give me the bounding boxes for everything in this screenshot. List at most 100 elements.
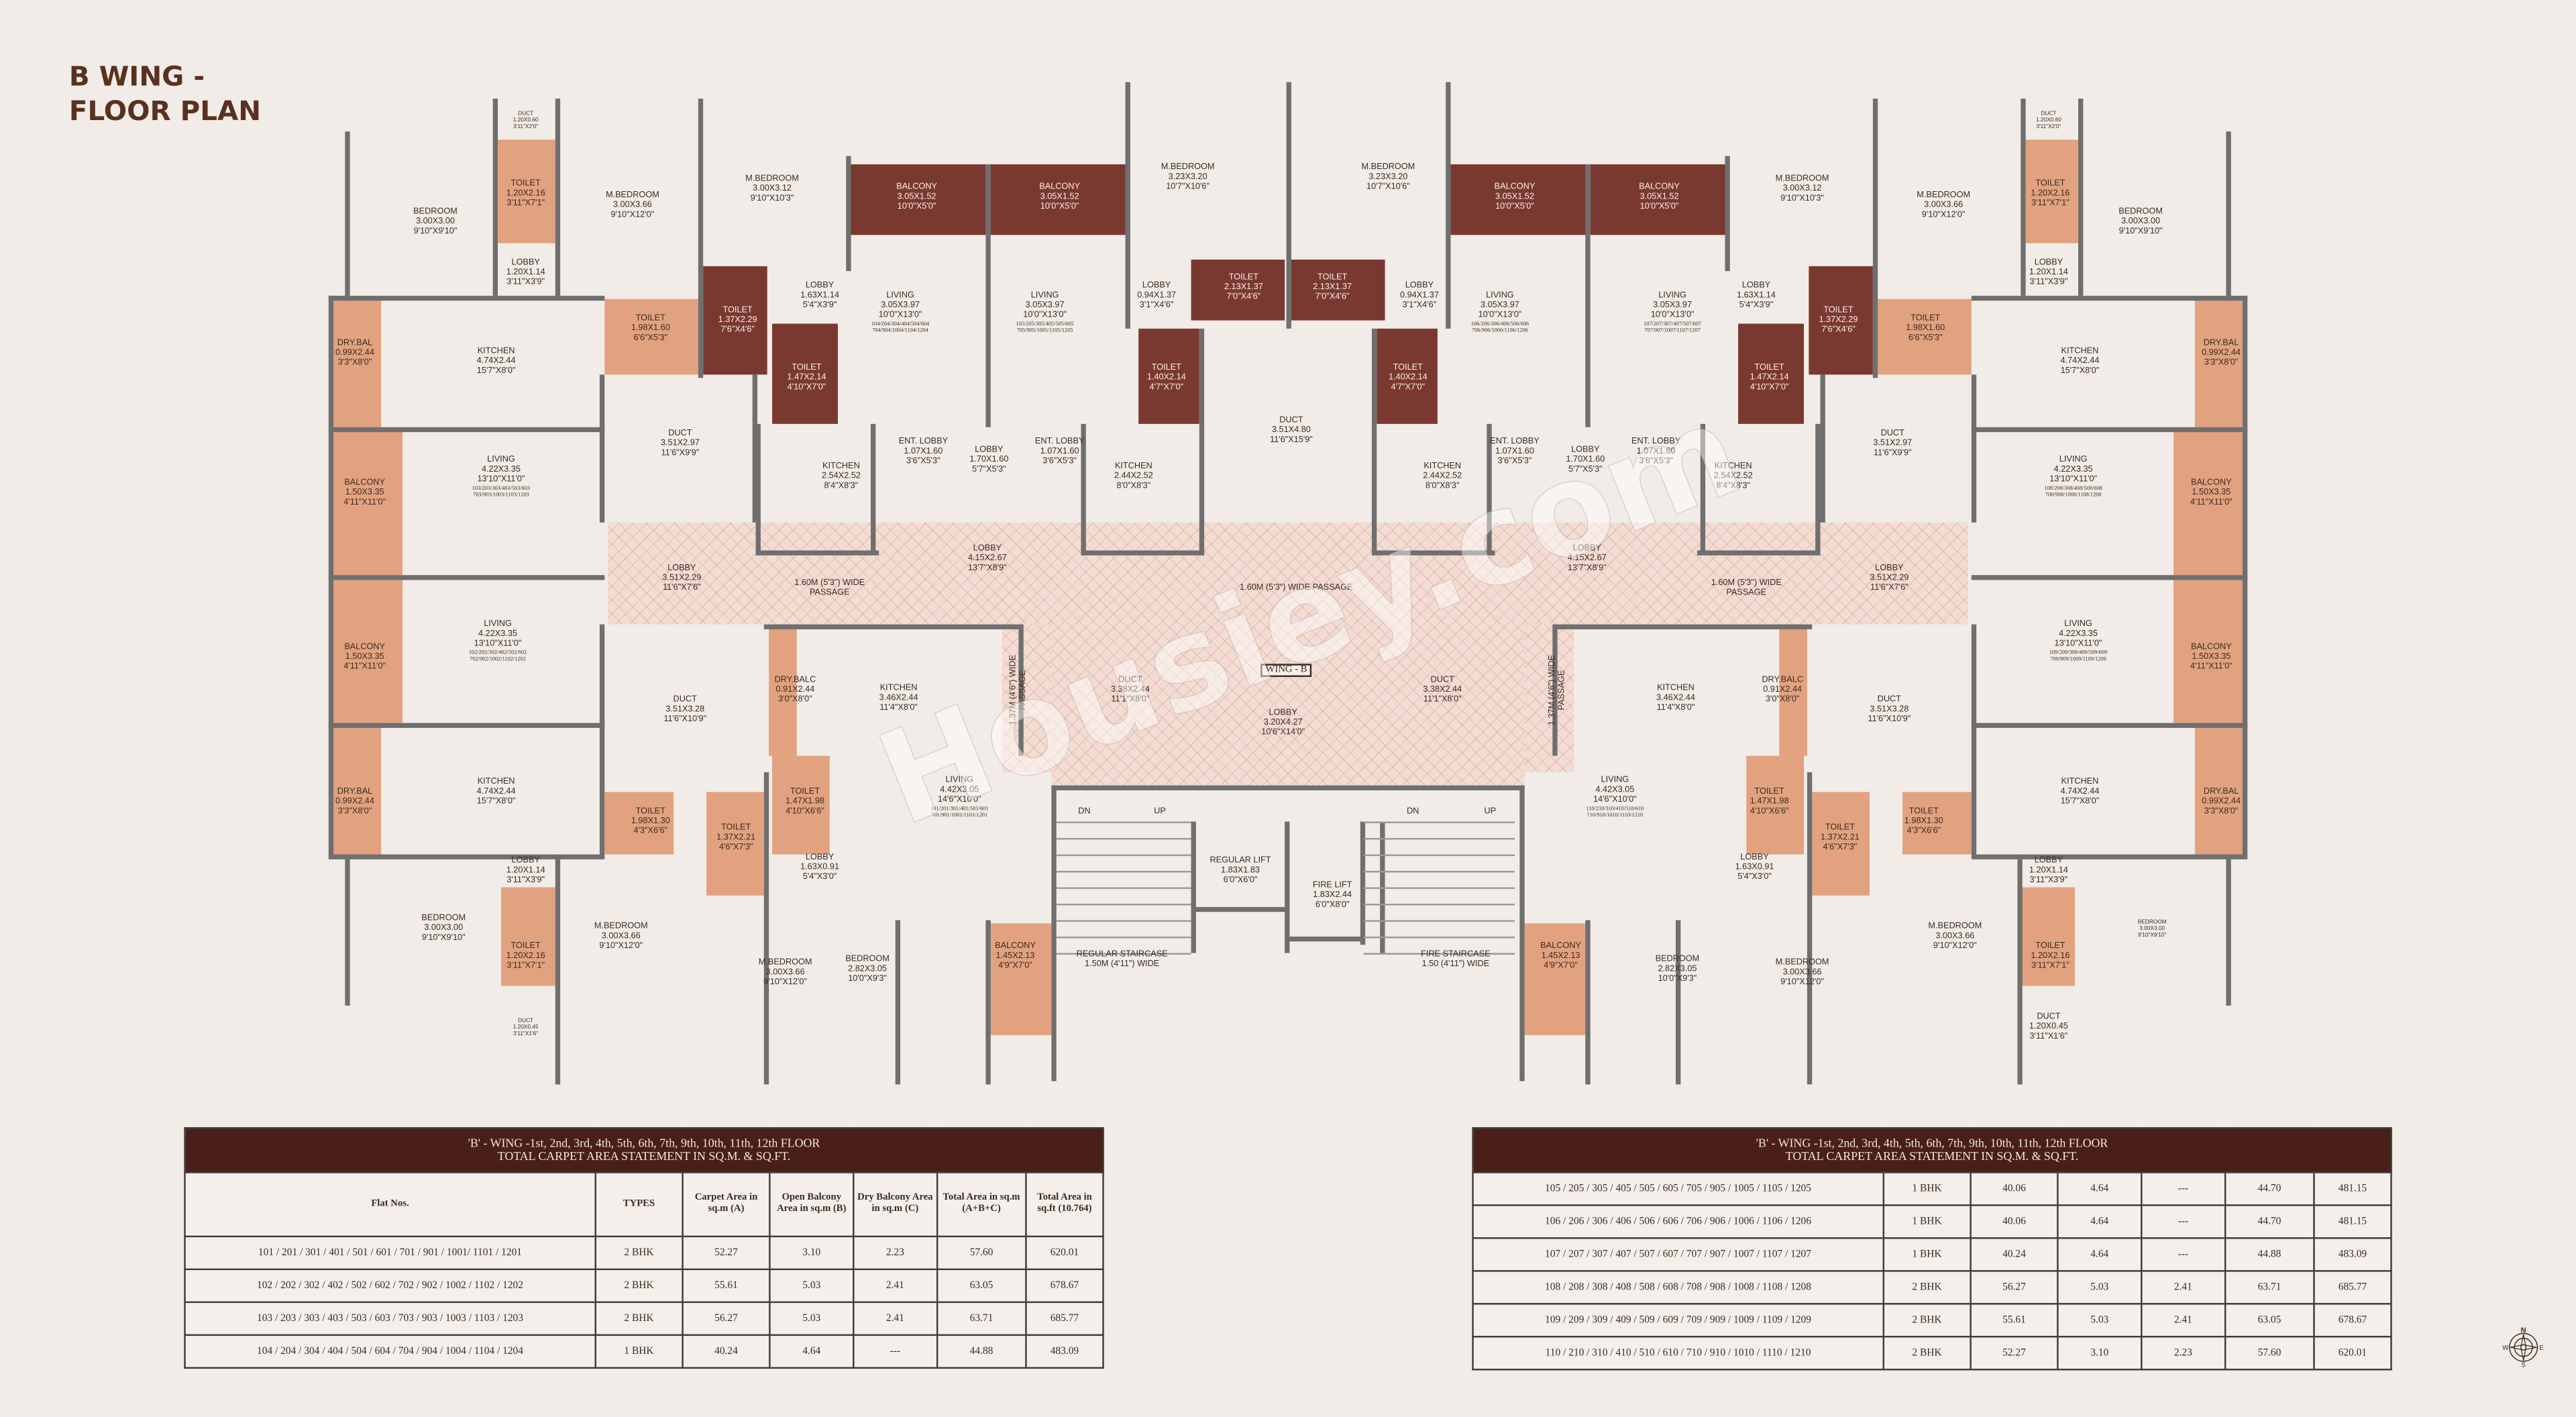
table-row: 104 / 204 / 304 / 404 / 504 / 604 / 704 … (184, 1334, 1104, 1369)
staircase-width: 1.50M (4'11") WIDE (1085, 959, 1160, 969)
table-cell: --- (2140, 1204, 2226, 1239)
room-name: REGULAR LIFT (1210, 855, 1271, 866)
compass-e: E (2539, 1345, 2544, 1352)
room-m: 3.00X3.66 (1924, 200, 1964, 211)
room-ft: 10'7"X10'6" (1366, 182, 1410, 193)
room-flats1: 104/204/304/404/504/604 (871, 320, 930, 327)
room-m: 1.63X0.91 (1735, 862, 1774, 873)
room-flats1: 106/206/306/406/506/606 (1470, 320, 1529, 327)
table-title-line-2: TOTAL CARPET AREA STATEMENT IN SQ.M. & S… (1785, 1148, 2079, 1163)
room-name: DUCT (518, 1016, 534, 1024)
room-m: 4.22X3.35 (478, 629, 517, 639)
room-name: DUCT (1877, 694, 1901, 705)
table-cell: 2.41 (2140, 1303, 2226, 1338)
table-row: 107 / 207 / 307 / 407 / 507 / 607 / 707 … (1472, 1237, 2392, 1272)
room-name: TOILET (2035, 178, 2065, 189)
room-name: DRY.BALC (774, 675, 816, 686)
wall (1675, 920, 1681, 1085)
wall (328, 723, 605, 728)
room-m: 4.22X3.35 (2058, 629, 2098, 639)
room-ft: 3'11"X2'0" (513, 123, 539, 130)
room-m: 1.83X2.44 (1313, 890, 1352, 901)
room-ft: 11'4"X8'0" (879, 703, 918, 713)
room-ft: 10'0"X9'3" (1658, 974, 1697, 984)
room-flats2: 703/903/1003/1103/1203 (473, 491, 529, 498)
room-name: FIRE LIFT (1312, 880, 1352, 891)
room-m: 3.05X3.97 (1480, 301, 1519, 311)
room-name: BALCONY (1039, 182, 1080, 193)
column-header: Flat Nos. (184, 1171, 596, 1238)
room-name: LOBBY (1875, 564, 1904, 574)
room-m: 1.50X3.35 (2192, 488, 2231, 498)
dark-room-fill (703, 266, 767, 375)
light-room-fill (2021, 887, 2076, 986)
room-ft: 4'10"X7'0" (787, 382, 826, 393)
wall (755, 550, 879, 556)
wing-label-text: WING - B (1260, 664, 1312, 677)
room-name: LIVING (2059, 455, 2088, 466)
wall (328, 854, 605, 859)
room-name: ENT. LOBBY (1490, 437, 1540, 448)
room-m: 2.13X1.37 (1224, 282, 1263, 293)
passage-text: PASSAGE (1557, 670, 1568, 711)
table-cell: 4.64 (2057, 1204, 2143, 1239)
room-name: LOBBY (2034, 855, 2063, 866)
room-name: DUCT (1880, 429, 1904, 439)
room-ft: 7'0"X4'6" (1226, 292, 1261, 303)
room-m: 0.91X2.44 (1763, 685, 1803, 695)
room-ft: 10'7"X10'6" (1166, 182, 1210, 193)
table-title: 'B' - WING -1st, 2nd, 3rd, 4th, 5th, 6th… (184, 1127, 1104, 1173)
table-cell: 2 BHK (594, 1301, 684, 1336)
column-header: Total Area in sq.ft (10.764) (1025, 1171, 1104, 1238)
light-room-fill (331, 430, 403, 576)
column-header: Dry Balcony Area in sq.m (C) (852, 1171, 938, 1238)
stair-tread (1056, 887, 1191, 888)
light-room-fill (331, 578, 403, 723)
wall (1700, 423, 1706, 552)
room-m: 0.94X1.37 (1399, 291, 1439, 301)
table-cell: 110 / 210 / 310 / 410 / 510 / 610 / 710 … (1472, 1336, 1884, 1371)
room-name: LOBBY (511, 855, 540, 866)
room-name: TOILET (1825, 823, 1855, 833)
light-room-fill (1902, 792, 1972, 855)
room-m: 3.51X2.97 (1873, 438, 1913, 449)
room-m: 4.42X3.05 (940, 785, 979, 796)
wall (599, 624, 605, 855)
wall (1018, 624, 1024, 756)
room-ft: 13'10"X11'0" (2049, 474, 2098, 485)
room-ft: 5'7"X5'3" (1568, 465, 1603, 475)
stair-up-label: UP (1484, 806, 1497, 817)
room-m: 4.22X3.35 (481, 465, 521, 475)
room-m: 3.00X3.12 (1782, 184, 1822, 194)
room-name: DRY.BAL (337, 338, 373, 349)
room-m: 2.82X3.05 (1658, 964, 1697, 975)
room-m: 0.99X2.44 (335, 348, 374, 358)
table-row: 108 / 208 / 308 / 408 / 508 / 608 / 708 … (1472, 1270, 2392, 1305)
room-ft: 15'7"X8'0" (2060, 366, 2100, 376)
room-name: TOILET (511, 941, 541, 951)
passage-text: 1.60M (5'3") WIDE PASSAGE (1240, 583, 1353, 594)
room-name: DRY.BAL (2203, 787, 2239, 797)
room-name: LIVING (945, 775, 974, 786)
light-room-fill (604, 792, 674, 855)
room-ft: 3'1"X4'6" (1139, 301, 1174, 311)
room-ft: 4'11"X11'0" (343, 662, 386, 672)
room-m: 1.47X1.98 (786, 796, 824, 807)
room-m: 1.47X2.14 (1750, 372, 1789, 383)
